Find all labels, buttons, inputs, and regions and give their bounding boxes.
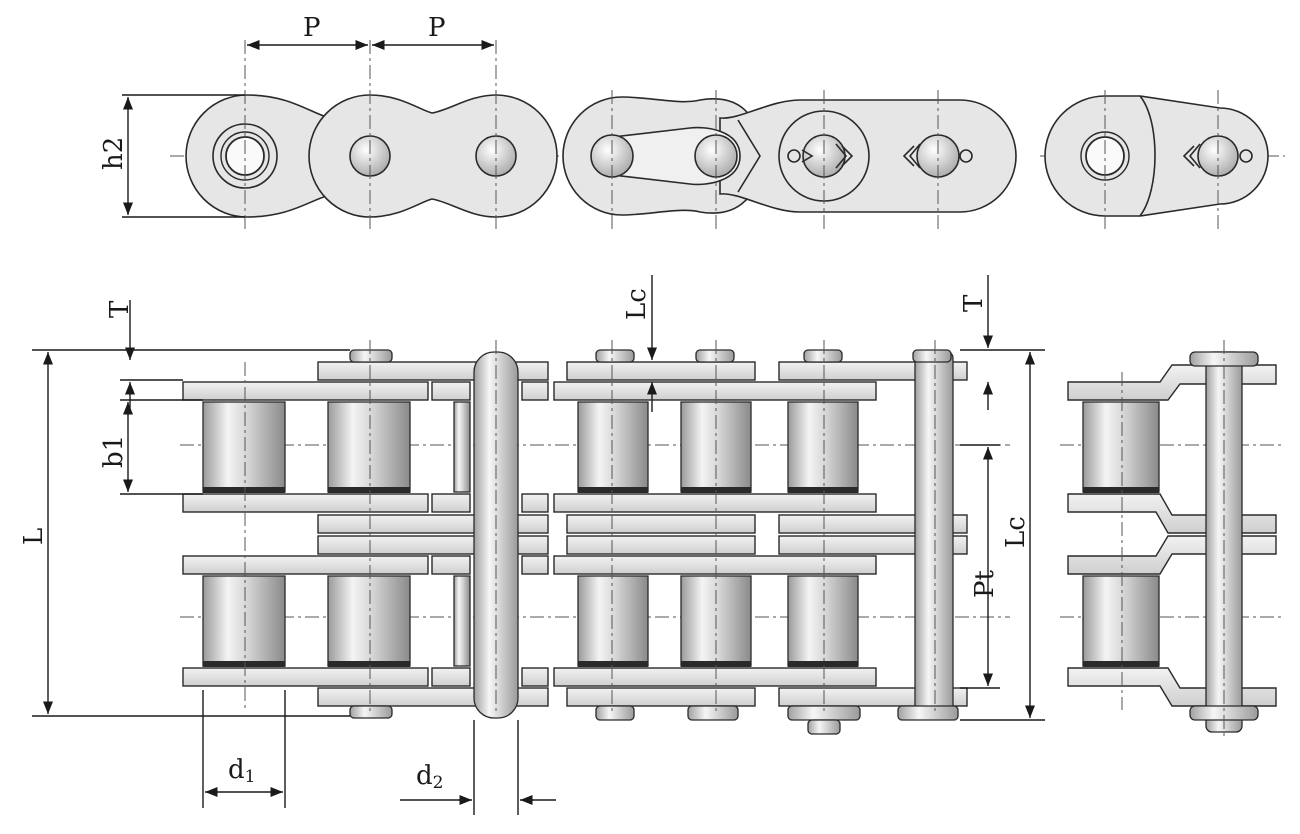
roller-diameter-label: d1 bbox=[228, 755, 255, 787]
plate-thickness-label-left: T bbox=[105, 300, 135, 318]
connecting-pin-length-dimension-right: Lc bbox=[960, 352, 1045, 721]
overall-length-label: L bbox=[19, 528, 49, 545]
pitch-label-1: P bbox=[303, 13, 321, 43]
offset-link-side-view bbox=[1044, 90, 1269, 230]
roller-diameter-dimension: d1 bbox=[202, 690, 286, 808]
connecting-pin-length-label-top: Lc bbox=[622, 288, 652, 320]
offset-link-plan-view bbox=[1067, 340, 1277, 740]
pitch-label-2: P bbox=[428, 13, 446, 43]
transverse-pitch-dimension: Pt bbox=[960, 444, 1000, 689]
plate-height-label: h2 bbox=[99, 137, 129, 170]
plate-thickness-label-right: T bbox=[959, 294, 989, 312]
pin-diameter-label: d2 bbox=[416, 761, 443, 793]
inner-width-label: b1 bbox=[99, 435, 129, 468]
plate-height-dimension: h2 bbox=[99, 94, 245, 218]
connecting-pin-length-dimension-top: Lc bbox=[622, 275, 658, 412]
transverse-pitch-label: Pt bbox=[970, 570, 1000, 598]
pin-diameter-dimension: d2 bbox=[400, 720, 556, 815]
plate-thickness-dimension-left: T bbox=[105, 300, 183, 410]
chain-side-view bbox=[170, 40, 1285, 230]
chain-plan-view bbox=[180, 340, 1285, 735]
pitch-dimension: P P bbox=[247, 13, 494, 51]
connecting-pin-length-label-right: Lc bbox=[1001, 516, 1031, 548]
overall-length-dimension: L bbox=[19, 349, 350, 717]
inner-width-dimension: b1 bbox=[99, 399, 203, 495]
plate-thickness-dimension-right: T bbox=[959, 275, 1045, 410]
